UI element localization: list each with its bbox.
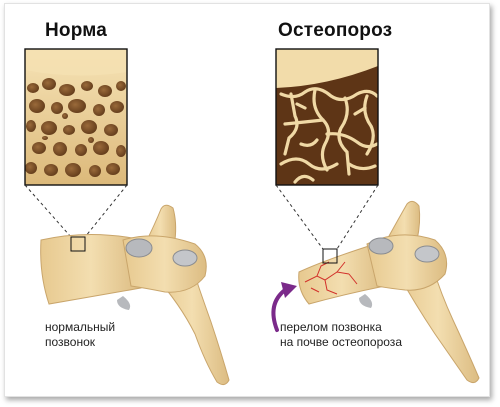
illustration-frame: Норма Остеопороз: [4, 3, 490, 397]
osteoporotic-trabeculae: [279, 87, 378, 184]
title-osteoporosis: Остеопороз: [278, 20, 393, 41]
normal-bone-structure-panel: [24, 48, 128, 186]
caption-normal-line1: нормальный: [45, 320, 116, 334]
caption-normal: нормальный позвонок: [45, 320, 115, 350]
osteoporosis-bone-structure-panel: [275, 48, 379, 186]
normal-trabecular-holes: [25, 78, 126, 177]
normal-vertebra: [40, 204, 230, 386]
caption-fracture: перелом позвонка на почве остеопороза: [280, 320, 402, 350]
fracture-lines: [304, 261, 358, 295]
fractured-vertebra: [298, 200, 480, 384]
diagram-canvas: [24, 48, 480, 386]
caption-fracture-line1: перелом позвонка: [280, 320, 382, 334]
title-normal: Норма: [45, 20, 108, 41]
caption-fracture-line2: на почве остеопороза: [280, 335, 402, 349]
curved-arrow-icon: [271, 282, 297, 332]
caption-normal-line2: позвонок: [45, 335, 96, 349]
zoom-lines-right: [275, 184, 379, 250]
zoom-lines-left: [24, 184, 128, 238]
